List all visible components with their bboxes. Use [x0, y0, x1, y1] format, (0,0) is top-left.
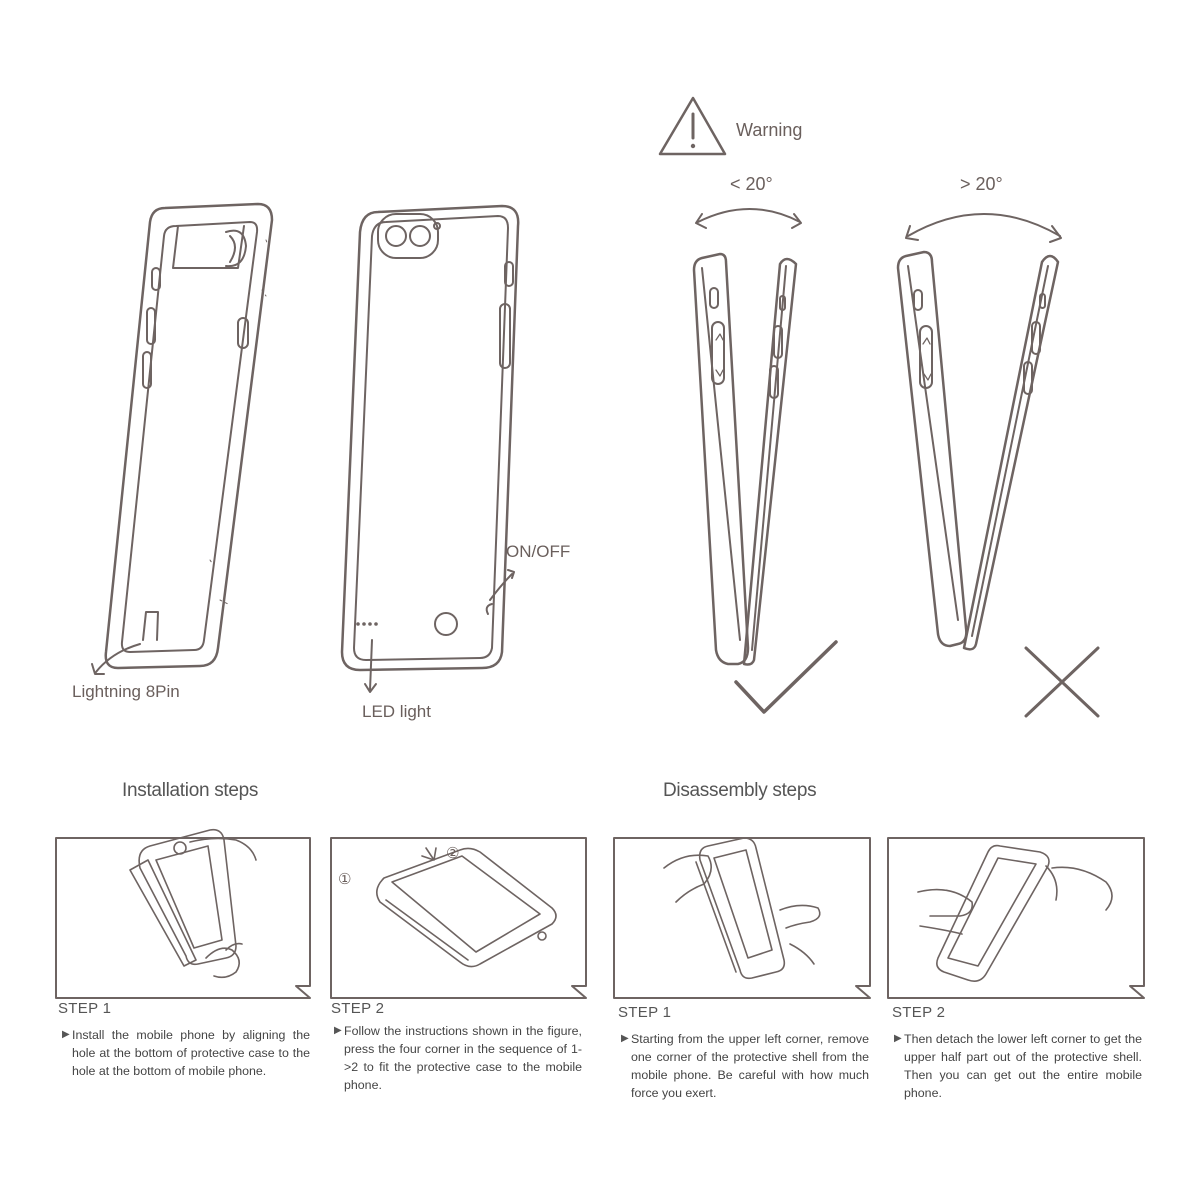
bullet-triangle-icon: ▶	[62, 1029, 70, 1040]
wrong-bend-illustration	[896, 250, 1060, 651]
angle-bad-label: > 20°	[960, 174, 1003, 194]
disassembly-steps-heading: Disassembly steps	[663, 780, 817, 801]
warning-icon	[658, 96, 727, 156]
lightning-pointer-arrowhead	[91, 663, 105, 675]
install-step2-text: ▶ Follow the instructions shown in the f…	[334, 1024, 582, 1092]
install-step2-illustration	[376, 847, 557, 968]
install-step2-panel	[330, 837, 587, 999]
disassembly-step1-title: STEP 1	[618, 1004, 672, 1021]
disassembly-step1-text: ▶ Starting from the upper left corner, r…	[621, 1032, 869, 1100]
disassembly-step2-title: STEP 2	[892, 1004, 946, 1021]
install-step1-text: ▶ Install the mobile phone by aligning t…	[62, 1028, 310, 1078]
led-light-label: LED light	[362, 702, 431, 721]
install-step1-illustration	[129, 828, 257, 979]
sequence-marker-1: ①	[338, 871, 352, 888]
angle-bad-arc-icon	[907, 213, 1061, 237]
angle-ok-label: < 20°	[730, 174, 773, 194]
disassembly-step1-panel	[613, 837, 871, 999]
correct-bend-illustration	[692, 252, 798, 666]
lightning-port-label: Lightning 8Pin	[72, 682, 180, 701]
battery-case-illustration	[340, 204, 520, 693]
angle-bad-arrowheads	[905, 225, 1062, 243]
installation-steps-heading: Installation steps	[122, 780, 259, 801]
install-step1-panel	[55, 837, 311, 999]
wrong-cross-icon	[1024, 646, 1100, 718]
bullet-triangle-icon: ▶	[621, 1033, 629, 1044]
onoff-button-label: ON/OFF	[506, 542, 571, 561]
bullet-triangle-icon: ▶	[894, 1033, 902, 1044]
angle-ok-arc-icon	[697, 208, 801, 223]
disassembly-step2-illustration	[917, 844, 1113, 982]
bullet-triangle-icon: ▶	[334, 1025, 342, 1036]
angle-ok-arrowheads	[695, 213, 802, 229]
case-frame-illustration	[104, 202, 274, 670]
install-step1-title: STEP 1	[58, 1000, 112, 1017]
disassembly-step2-text: ▶ Then detach the lower left corner to g…	[894, 1032, 1142, 1100]
correct-check-icon	[734, 640, 838, 714]
disassembly-step1-illustration	[663, 837, 821, 980]
disassembly-step2-panel	[887, 837, 1145, 999]
lightning-pointer-line	[95, 643, 141, 673]
sequence-marker-2: ②	[446, 845, 460, 862]
install-step2-title: STEP 2	[331, 1000, 385, 1017]
warning-label: Warning	[736, 120, 803, 140]
